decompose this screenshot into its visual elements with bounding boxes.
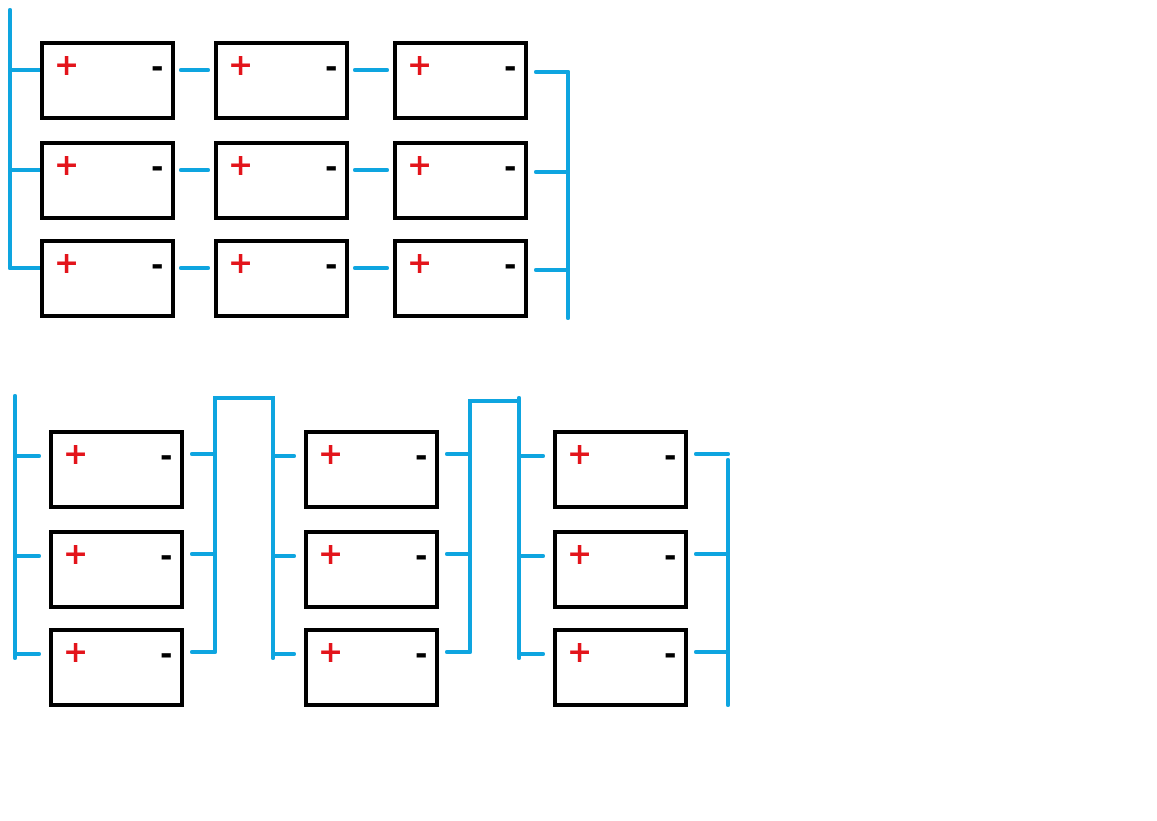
battery-body [214, 141, 349, 220]
battery-body [40, 239, 175, 318]
positive-terminal-label: + [318, 537, 343, 572]
positive-terminal-label: + [54, 246, 79, 281]
negative-terminal-label: - [325, 248, 337, 283]
negative-terminal-label: - [160, 637, 172, 672]
battery-body [304, 530, 439, 609]
battery-cell: +- [214, 239, 349, 318]
battery-cell: +- [214, 41, 349, 120]
battery-body [214, 41, 349, 120]
positive-terminal-label: + [228, 148, 253, 183]
battery-cell: +- [304, 430, 439, 509]
positive-terminal-label: + [407, 48, 432, 83]
positive-terminal-label: + [228, 48, 253, 83]
negative-terminal-label: - [325, 150, 337, 185]
inter-group-series-link [213, 396, 275, 458]
negative-terminal-label: - [151, 150, 163, 185]
negative-terminal-label: - [415, 539, 427, 574]
battery-cells-layer: +-+-+-+-+-+-+-+-+-+-+-+-+-+-+-+-+-+- [40, 41, 688, 707]
negative-terminal-label: - [151, 50, 163, 85]
negative-terminal-label: - [504, 248, 516, 283]
battery-body [393, 239, 528, 318]
battery-body [393, 41, 528, 120]
battery-cell: +- [40, 239, 175, 318]
positive-terminal-label: + [54, 48, 79, 83]
positive-terminal-label: + [407, 246, 432, 281]
wiring-layer [8, 8, 730, 707]
battery-cell: +- [304, 628, 439, 707]
battery-cell: +- [49, 628, 184, 707]
negative-terminal-label: - [664, 539, 676, 574]
battery-cell: +- [40, 41, 175, 120]
battery-body [553, 430, 688, 509]
battery-cell: +- [304, 530, 439, 609]
negative-terminal-label: - [664, 439, 676, 474]
battery-cell: +- [553, 430, 688, 509]
battery-cell: +- [49, 530, 184, 609]
negative-terminal-label: - [151, 248, 163, 283]
positive-terminal-label: + [63, 437, 88, 472]
positive-terminal-label: + [63, 635, 88, 670]
battery-cell: +- [214, 141, 349, 220]
positive-terminal-label: + [63, 537, 88, 572]
positive-terminal-label: + [228, 246, 253, 281]
battery-cell: +- [393, 239, 528, 318]
negative-terminal-label: - [415, 439, 427, 474]
positive-terminal-label: + [567, 537, 592, 572]
battery-body [49, 430, 184, 509]
battery-cell: +- [553, 628, 688, 707]
inter-group-series-link [468, 399, 521, 460]
battery-body [49, 530, 184, 609]
negative-terminal-label: - [160, 439, 172, 474]
positive-terminal-label: + [407, 148, 432, 183]
positive-terminal-label: + [567, 635, 592, 670]
battery-cell: +- [49, 430, 184, 509]
battery-cell: +- [393, 41, 528, 120]
battery-body [304, 628, 439, 707]
battery-body [553, 628, 688, 707]
negative-terminal-label: - [504, 150, 516, 185]
battery-cell: +- [393, 141, 528, 220]
battery-cell: +- [40, 141, 175, 220]
negative-terminal-label: - [664, 637, 676, 672]
battery-cell: +- [553, 530, 688, 609]
battery-body [40, 41, 175, 120]
negative-terminal-label: - [504, 50, 516, 85]
negative-terminal-label: - [160, 539, 172, 574]
positive-terminal-label: + [567, 437, 592, 472]
positive-terminal-label: + [318, 437, 343, 472]
positive-terminal-label: + [318, 635, 343, 670]
battery-body [40, 141, 175, 220]
positive-terminal-label: + [54, 148, 79, 183]
negative-terminal-label: - [325, 50, 337, 85]
battery-body [393, 141, 528, 220]
battery-body [304, 430, 439, 509]
battery-body [214, 239, 349, 318]
battery-body [49, 628, 184, 707]
negative-terminal-label: - [415, 637, 427, 672]
battery-body [553, 530, 688, 609]
